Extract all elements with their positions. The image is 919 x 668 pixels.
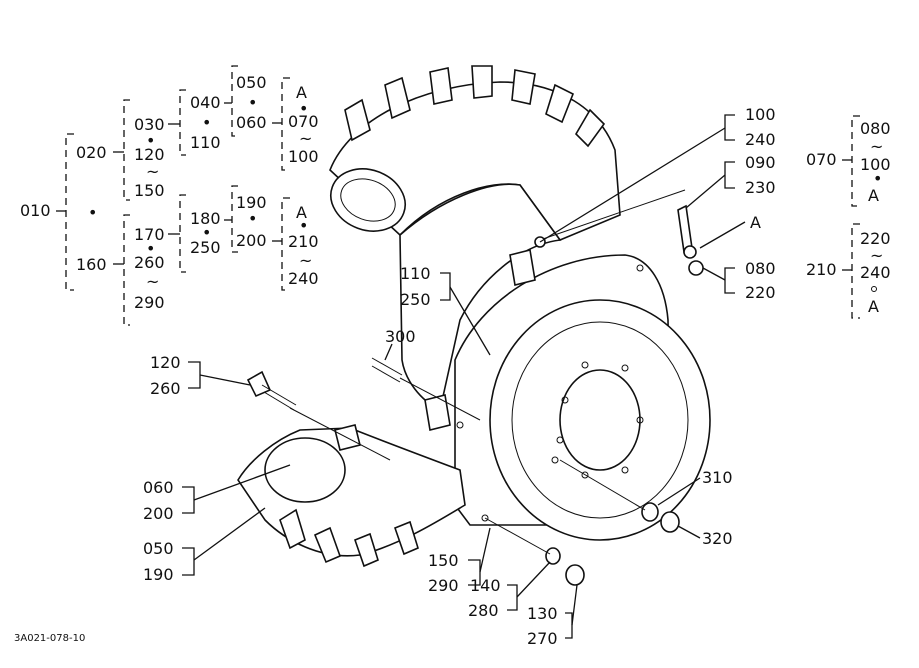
- tree-lower-h: 200: [236, 231, 267, 250]
- callout-240: 240: [745, 130, 776, 149]
- drawing-code: 3A021-078-10: [14, 633, 85, 644]
- tree-upper-dot3: •: [248, 93, 257, 112]
- callout-320: 320: [702, 529, 733, 548]
- right-210-tilde: ~: [870, 246, 883, 265]
- tree-upper-k: 100: [288, 147, 319, 166]
- callout-150: 150: [428, 551, 459, 570]
- callout-140: 140: [470, 576, 501, 595]
- right-210-bottom: A: [868, 297, 879, 316]
- callout-260: 260: [150, 379, 181, 398]
- callout-250: 250: [400, 290, 431, 309]
- right-210-label: 210: [806, 260, 837, 279]
- callout-200: 200: [143, 504, 174, 523]
- callout-090: 090: [745, 153, 776, 172]
- tree-upper-d: 030: [134, 115, 165, 134]
- tree-root-label: 010: [20, 201, 51, 220]
- callout-050: 050: [143, 539, 174, 558]
- callout-230: 230: [745, 178, 776, 197]
- callout-A: A: [750, 213, 761, 232]
- callout-leaders: [182, 114, 746, 639]
- tree-lower-j: 210: [288, 232, 319, 251]
- right-070-top: 080: [860, 119, 891, 138]
- right-210-top: 220: [860, 229, 891, 248]
- right-070-bottom: A: [868, 186, 879, 205]
- tree-upper-f: 110: [190, 133, 221, 152]
- callout-120: 120: [150, 353, 181, 372]
- callout-110: 110: [400, 264, 431, 283]
- callout-130: 130: [527, 604, 558, 623]
- tree-lower-e: 180: [190, 209, 221, 228]
- callout-280: 280: [468, 601, 499, 620]
- tree-upper-a: 020: [76, 143, 107, 162]
- tree-lower-dot1: •: [146, 239, 155, 258]
- tree-lower-b: 170: [134, 225, 165, 244]
- callout-100: 100: [745, 105, 776, 124]
- right-210-mid: 240: [860, 263, 891, 282]
- callout-270: 270: [527, 629, 558, 648]
- callout-060: 060: [143, 478, 174, 497]
- tree-upper-c: 150: [134, 181, 165, 200]
- tree-upper-tilde2: ~: [299, 129, 312, 148]
- callout-300: 300: [385, 327, 416, 346]
- tree-lower-tilde: ~: [146, 272, 159, 291]
- tree-upper-e: 040: [190, 93, 221, 112]
- tree-lower-k: 240: [288, 269, 319, 288]
- tree-lower-d: 290: [134, 293, 165, 312]
- tree-lower-dot2: •: [202, 223, 211, 242]
- tree-lower-tilde2: ~: [299, 251, 312, 270]
- tree-upper-b: 120: [134, 145, 165, 164]
- tree-upper-i: A: [296, 83, 307, 102]
- tree-lower-c: 260: [134, 253, 165, 272]
- right-070-dot: •: [873, 169, 882, 188]
- tree-upper-tilde: ~: [146, 162, 159, 181]
- callout-310: 310: [702, 468, 733, 487]
- callout-290: 290: [428, 576, 459, 595]
- right-070-tilde: ~: [870, 137, 883, 156]
- tree-upper-dot1: •: [146, 131, 155, 150]
- callout-220: 220: [745, 283, 776, 302]
- tree-lower-i: A: [296, 203, 307, 222]
- right-070-label: 070: [806, 150, 837, 169]
- tree-lower-g: 190: [236, 193, 267, 212]
- right-070-mid: 100: [860, 155, 891, 174]
- tree-upper-j: 070: [288, 112, 319, 131]
- callout-labels: 100 240 090 230 A 080 220 110 250 300 12…: [143, 105, 776, 648]
- tree-upper-dot4: •: [299, 99, 308, 118]
- right-parts-tree: 070 080 ~ 100 • A 210 220 ~ 240 A: [806, 115, 891, 319]
- tree-upper-dot2: •: [202, 113, 211, 132]
- tree-lower-f: 250: [190, 238, 221, 257]
- callout-080: 080: [745, 259, 776, 278]
- tree-lower-dot3: •: [248, 209, 257, 228]
- tree-lower-a: 160: [76, 255, 107, 274]
- tree-upper-g: 050: [236, 73, 267, 92]
- tree-upper-h: 060: [236, 113, 267, 132]
- tree-lower-dot4: •: [299, 216, 308, 235]
- wheel-illustration: [237, 65, 711, 586]
- callout-190: 190: [143, 565, 174, 584]
- left-parts-tree: 010 • 020 030 120 ~ 150 • 040 • 110 050 …: [20, 65, 319, 326]
- tree-root-dot: •: [88, 203, 97, 222]
